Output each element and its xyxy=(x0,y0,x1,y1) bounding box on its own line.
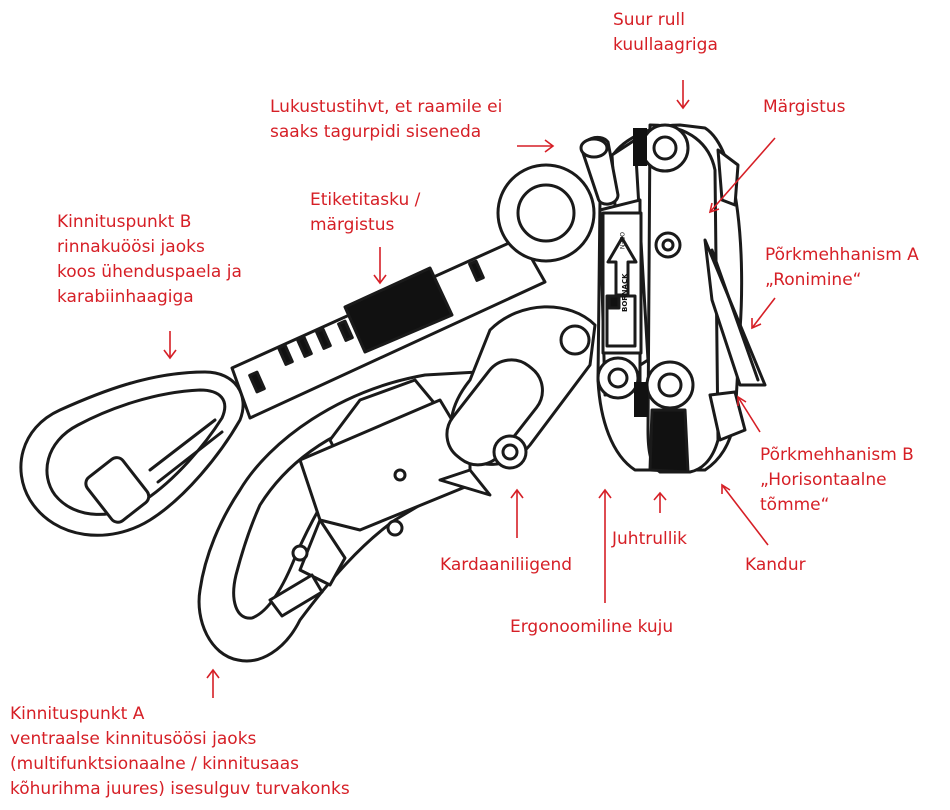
oben-text: OBEN xyxy=(618,232,625,249)
label-etiketitasku: Etiketitasku /märgistus xyxy=(310,188,420,238)
label-ergonoomiline: Ergonoomiline kuju xyxy=(510,615,673,640)
brand-text: BORNACK xyxy=(621,273,629,312)
attachment-ring-b xyxy=(498,165,594,261)
label-porkmehhanism-a: Põrkmehhanism A„Ronimine“ xyxy=(765,243,919,293)
label-kardaaniliigend: Kardaaniliigend xyxy=(440,553,572,578)
label-juhtrullik: Juhtrullik xyxy=(612,527,687,552)
device-body xyxy=(581,125,765,472)
carabiner-b xyxy=(21,372,243,535)
label-margistus: Märgistus xyxy=(763,95,845,120)
label-kandur: Kandur xyxy=(745,553,806,578)
